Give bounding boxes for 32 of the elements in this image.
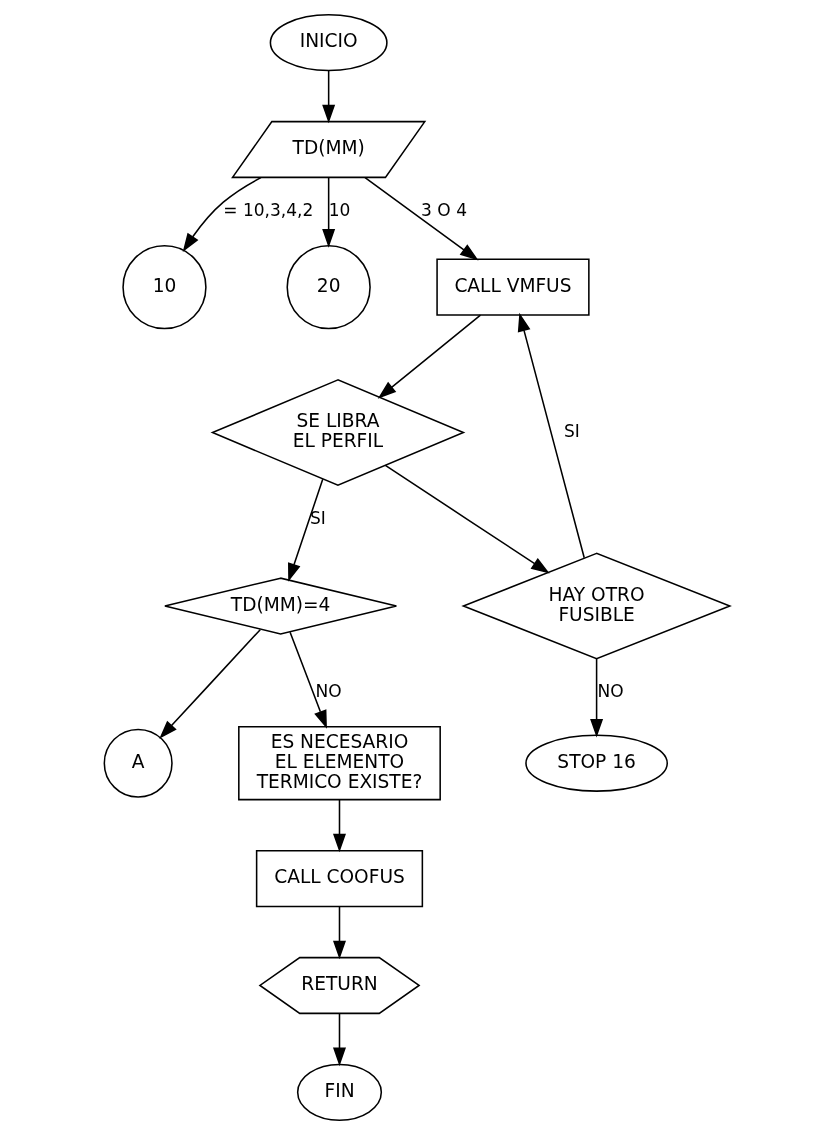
node-diamond: TD(MM)=4 xyxy=(163,577,397,635)
edge-label: SI xyxy=(563,420,580,441)
node-diamond: HAY OTRO FUSIBLE xyxy=(460,552,732,660)
edge-label: SI xyxy=(309,507,326,528)
edge-label: 3 O 4 xyxy=(420,199,467,220)
edge-label: = 10,3,4,2 xyxy=(222,199,313,220)
arrow xyxy=(321,70,335,124)
node-circle: 20 xyxy=(285,244,371,330)
node-circle: A xyxy=(103,728,173,798)
arrow xyxy=(288,631,327,729)
edge-label: NO xyxy=(315,681,342,702)
arrow xyxy=(363,176,479,261)
edge-label: 10 xyxy=(328,199,350,220)
node-ellipse: INICIO xyxy=(269,14,388,72)
arrow xyxy=(158,628,261,739)
arrow xyxy=(517,312,585,559)
node-box: CALL COOFUS xyxy=(255,849,423,908)
arrow xyxy=(384,464,550,574)
arrow xyxy=(332,1012,346,1067)
edge-label: NO xyxy=(596,681,624,702)
node-box: ES NECESARIO EL ELEMENTO TERMICO EXISTE? xyxy=(237,726,441,801)
node-box: CALL VMFUS xyxy=(435,258,590,316)
node-ellipse: STOP 16 xyxy=(524,734,668,792)
arrow xyxy=(182,176,262,252)
node-ellipse: FIN xyxy=(296,1063,382,1121)
arrow xyxy=(332,906,346,960)
arrow xyxy=(589,658,603,738)
arrow xyxy=(321,176,335,248)
arrow xyxy=(332,798,346,853)
node-circle: 10 xyxy=(121,244,207,330)
arrow xyxy=(287,478,323,582)
arrow xyxy=(377,314,481,399)
